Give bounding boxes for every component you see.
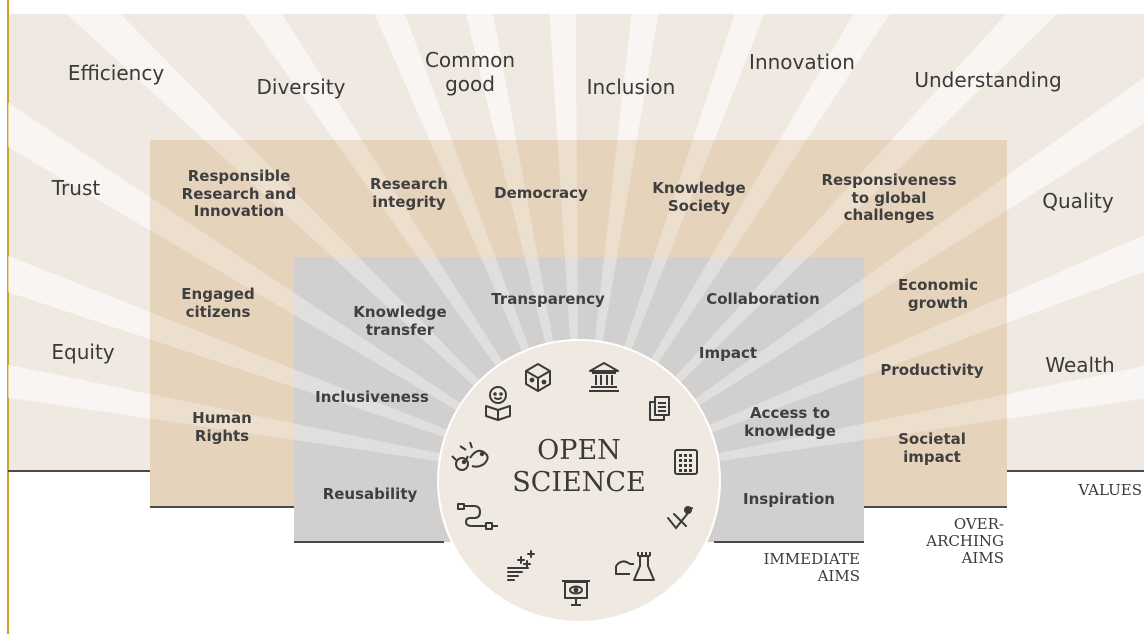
stairs-icon [507,550,535,581]
value-efficiency: Efficiency [67,61,165,85]
aim-impact: Impact [698,344,758,362]
aim-economic-growth: Economic growth [897,276,979,312]
reader-icon [485,386,511,421]
aim-inspiration: Inspiration [743,490,835,508]
open-science-title: OPEN SCIENCE [512,435,646,498]
documents-icon [649,396,670,421]
immediate-baseline-left [294,541,444,543]
label-values: VALUES [1078,481,1142,499]
aim-productivity: Productivity [880,361,984,379]
workflow-icon [457,503,498,530]
value-quality: Quality [1042,189,1114,213]
aim-access-to-knowledge: Access to knowledge [744,404,836,440]
left-accent-rule [7,0,9,634]
overarching-baseline-right [864,506,1007,508]
value-diversity: Diversity [256,75,346,99]
immediate-baseline-right [714,541,864,543]
aim-responsible-research-innovation: Responsible Research and Innovation [181,167,297,221]
value-trust: Trust [51,176,101,200]
label-overarching-aims: OVER- ARCHING AIMS [926,515,1004,567]
aim-transparency: Transparency [491,290,605,308]
aim-democracy: Democracy [494,184,588,202]
value-inclusion: Inclusion [586,75,676,99]
open-science-circle [437,339,721,623]
aim-human-rights: Human Rights [192,409,252,445]
overarching-baseline-left [150,506,294,508]
lab-hand-icon [615,552,655,581]
label-immediate-aims: IMMEDIATE AIMS [763,550,860,585]
value-wealth: Wealth [1045,353,1115,377]
value-common-good: Common good [424,48,516,96]
aim-knowledge-transfer: Knowledge transfer [353,303,447,339]
ray [429,140,579,482]
values-baseline-left [8,470,150,472]
aim-societal-impact: Societal impact [898,430,966,466]
aim-knowledge-society: Knowledge Society [652,179,746,215]
institution-icon [589,362,619,392]
dice-cube-icon [525,363,551,392]
aim-collaboration: Collaboration [706,290,820,308]
value-innovation: Innovation [749,50,855,74]
presentation-icon [562,580,590,606]
aim-research-integrity: Research integrity [370,175,448,211]
aim-engaged-citizens: Engaged citizens [181,285,255,321]
aim-reusability: Reusability [322,485,418,503]
aim-inclusiveness: Inclusiveness [315,388,429,406]
tools-icon [667,506,693,530]
values-baseline-right [1007,470,1144,472]
ray [294,369,579,482]
data-grid-icon [674,449,698,475]
value-equity: Equity [51,340,115,364]
aim-responsiveness-global-challenges: Responsiveness to global challenges [821,171,957,225]
animals-icon [451,441,489,471]
value-understanding: Understanding [914,68,1062,92]
